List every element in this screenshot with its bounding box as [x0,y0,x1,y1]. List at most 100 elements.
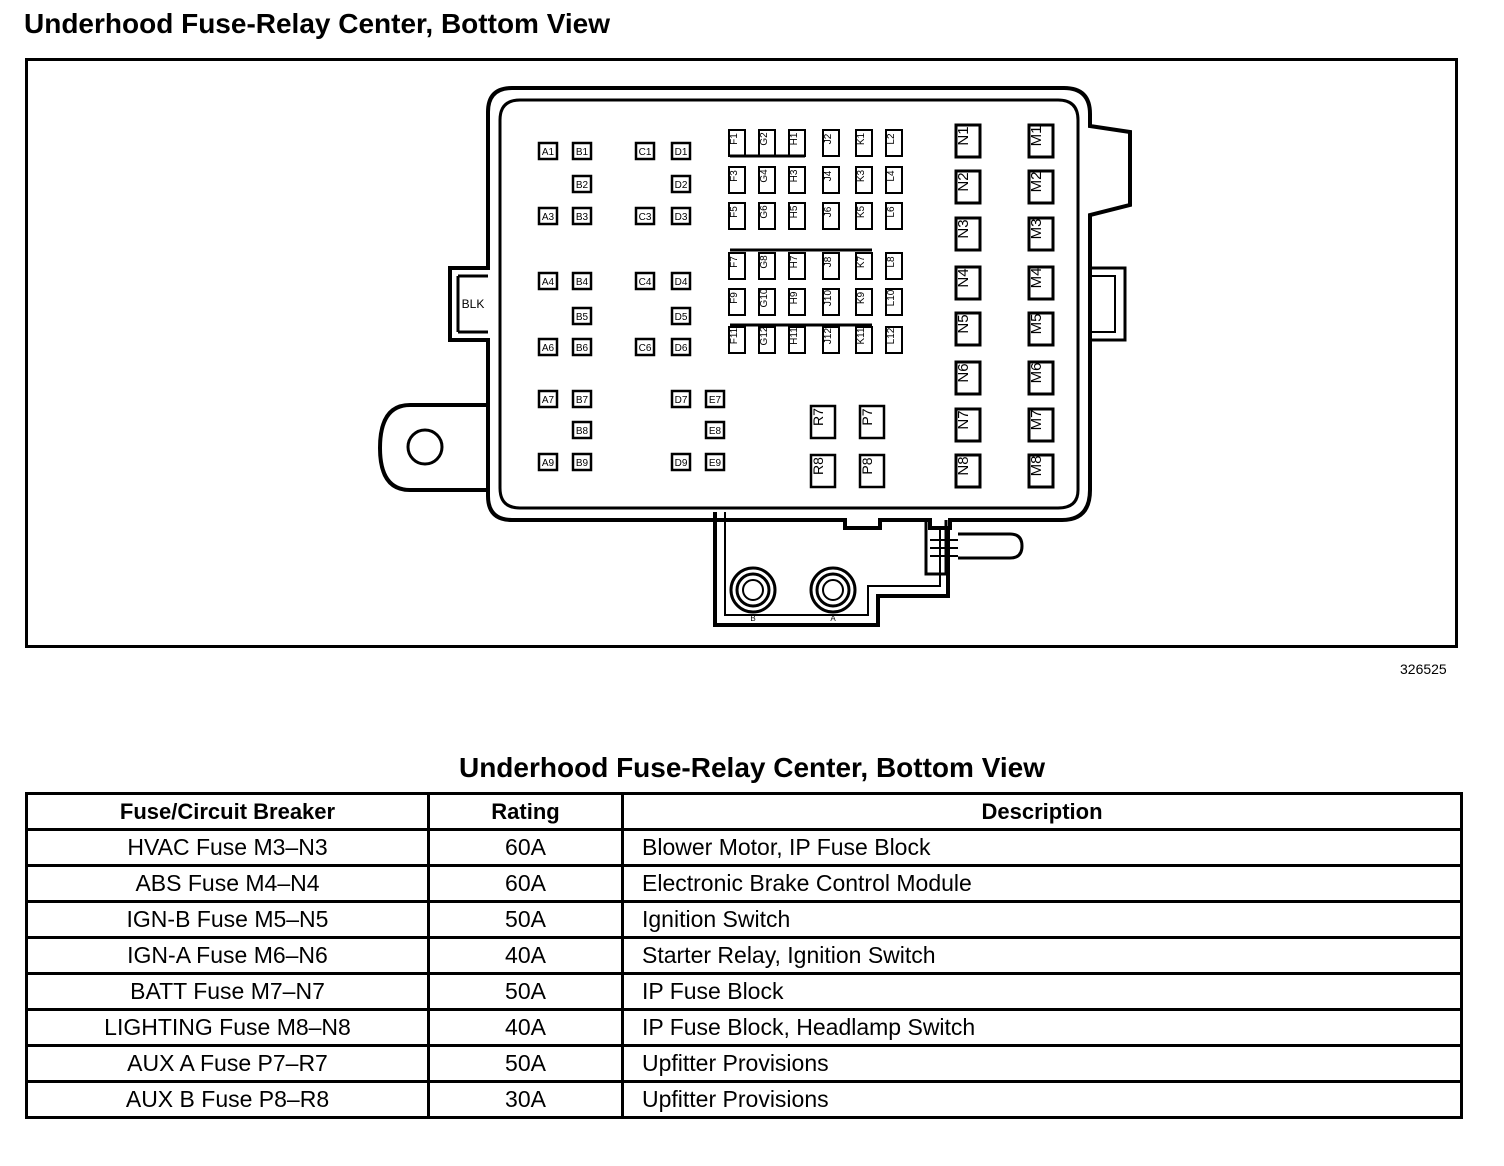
maxi-fuse-m3: M3 [1027,216,1055,252]
cell-rating: 40A [427,1008,624,1047]
fuse-cell-b4: B4 [571,271,593,291]
svg-text:F9: F9 [729,292,740,304]
cell-rating: 50A [427,900,624,939]
mini-fuse-h3: H3 [788,166,806,194]
relay-r8: R8 [809,453,837,489]
svg-text:K7: K7 [856,255,867,268]
svg-text:N5: N5 [955,314,972,333]
svg-text:A3: A3 [542,212,555,223]
cell-rating: 60A [427,864,624,903]
mini-fuse-k1: K1 [855,129,873,157]
mini-fuse-f1: F1 [728,129,746,157]
maxi-fuse-m6: M6 [1027,360,1055,396]
svg-text:P8: P8 [859,457,875,474]
maxi-fuse-n5: N5 [954,311,982,347]
svg-text:J10: J10 [823,290,834,307]
svg-text:B8: B8 [576,426,589,437]
mini-fuse-g8: G8 [758,252,776,280]
mount-hole [406,428,444,466]
svg-text:H11: H11 [789,327,800,345]
svg-text:L2: L2 [886,133,897,145]
mini-fuse-g6: G6 [758,202,776,230]
svg-text:D5: D5 [675,312,688,323]
mini-fuse-l4: L4 [885,166,903,194]
svg-text:N4: N4 [955,268,972,287]
fuse-cell-d2: D2 [670,174,692,194]
cell-description: Upfitter Provisions [621,1080,1463,1119]
fuse-cell-e7: E7 [704,389,726,409]
mini-fuse-f9: F9 [728,288,746,316]
mini-fuse-f7: F7 [728,252,746,280]
fuse-cell-c1: C1 [634,141,656,161]
svg-text:M2: M2 [1028,172,1045,193]
mini-fuse-l8: L8 [885,252,903,280]
fuse-cell-d1: D1 [670,141,692,161]
fuse-cell-b9: B9 [571,452,593,472]
svg-text:B5: B5 [576,312,589,323]
svg-text:H1: H1 [789,132,800,145]
cell-rating: 30A [427,1080,624,1119]
stud-a [809,566,857,614]
cell-fuse: BATT Fuse M7–N7 [25,972,430,1011]
mini-fuse-j10: J10 [822,288,840,316]
fuse-cell-b2: B2 [571,174,593,194]
fuse-cell-b7: B7 [571,389,593,409]
mini-fuse-l10: L10 [885,288,903,316]
cell-description: Ignition Switch [621,900,1463,939]
svg-text:L12: L12 [886,327,897,344]
cell-fuse: IGN-B Fuse M5–N5 [25,900,430,939]
svg-text:B3: B3 [576,212,589,223]
mini-fuse-k11: K11 [855,326,873,354]
fuse-table: Fuse/Circuit Breaker Rating Description … [25,792,1463,1119]
maxi-fuse-n6: N6 [954,360,982,396]
svg-text:N8: N8 [955,456,972,475]
maxi-fuse-m1: M1 [1027,123,1055,159]
fuse-cell-c6: C6 [634,337,656,357]
cell-description: Starter Relay, Ignition Switch [621,936,1463,975]
mini-fuse-g10: G10 [758,288,776,316]
svg-text:F1: F1 [729,133,740,145]
svg-text:D3: D3 [675,212,688,223]
svg-text:G6: G6 [759,205,770,219]
svg-text:K5: K5 [856,205,867,218]
fuse-cell-e8: E8 [704,420,726,440]
svg-text:F3: F3 [729,170,740,182]
svg-text:C3: C3 [639,212,652,223]
svg-text:E9: E9 [709,458,722,469]
fuse-cell-d7: D7 [670,389,692,409]
mini-fuse-g2: G2 [758,129,776,157]
fuse-cells: A1A3A4A6A7A9B1B2B3B4B5B6B7B8B9C1C3C4C6D1… [537,141,726,472]
fuse-cell-e9: E9 [704,452,726,472]
mini-fuse-g4: G4 [758,166,776,194]
svg-text:A7: A7 [542,395,555,406]
svg-text:B6: B6 [576,343,589,354]
cell-rating: 40A [427,936,624,975]
mini-fuse-f11: F11 [728,326,746,354]
fuse-cell-a3: A3 [537,206,559,226]
svg-text:M3: M3 [1028,219,1045,240]
svg-text:K3: K3 [856,169,867,182]
maxi-fuse-m5: M5 [1027,311,1055,347]
mini-fuse-j6: J6 [822,202,840,230]
fuse-cell-d6: D6 [670,337,692,357]
svg-text:G2: G2 [759,132,770,146]
fuse-cell-a1: A1 [537,141,559,161]
svg-text:L6: L6 [886,206,897,218]
cell-description: Electronic Brake Control Module [621,864,1463,903]
svg-text:D2: D2 [675,180,688,191]
cell-description: Upfitter Provisions [621,1044,1463,1083]
maxi-fuse-n8: N8 [954,453,982,489]
svg-text:J8: J8 [823,256,834,267]
cell-description: Blower Motor, IP Fuse Block [621,828,1463,867]
svg-text:B9: B9 [576,458,589,469]
mini-fuse-h5: H5 [788,202,806,230]
cell-rating: 60A [427,828,624,867]
svg-text:M7: M7 [1028,410,1045,431]
cell-description: IP Fuse Block, Headlamp Switch [621,1008,1463,1047]
mini-fuse-j4: J4 [822,166,840,194]
